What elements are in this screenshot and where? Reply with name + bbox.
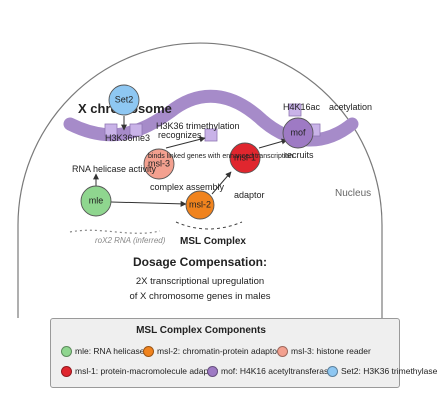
legend-dot-msl1 — [61, 365, 72, 377]
legend-item-msl3: msl-3: histone reader — [277, 344, 371, 358]
label-acetylation: acetylation — [329, 102, 372, 112]
legend-item-mof: mof: H4K16 acetyltransferase — [207, 364, 333, 378]
h3k36-mark-square-1 — [104, 123, 118, 137]
node-label-set2: Set2 — [115, 94, 134, 104]
label-complex-assembly: complex assembly — [150, 182, 225, 192]
node-mle: mle — [80, 185, 112, 217]
label-adaptor: adaptor — [234, 190, 265, 200]
legend-dot-set2 — [327, 365, 338, 377]
h3k36-mark-square-2 — [129, 123, 143, 137]
label-h4k16ac: H4K16ac — [283, 102, 321, 112]
node-label-msl2: msl-2 — [189, 199, 211, 209]
node-set2: Set2 — [108, 84, 140, 116]
arrow-mle-to-msl2 — [110, 200, 187, 207]
label-recruits: recruits — [284, 150, 314, 160]
node-msl1: msl-1 — [229, 142, 261, 174]
legend-item-mle: mle: RNA helicase — [61, 344, 144, 358]
label-recognizes: recognizes — [158, 130, 202, 140]
node-label-mle: mle — [89, 195, 104, 205]
dosage-title: Dosage Compensation: — [133, 255, 267, 269]
node-msl2: msl-2 — [185, 190, 215, 220]
label-h3k36me3: H3K36me3 — [105, 133, 150, 143]
legend-title: MSL Complex Components — [136, 325, 266, 336]
label-h3k36-trimethylation: H3K36 trimethylation — [156, 121, 240, 131]
legend-dot-mof — [207, 365, 218, 377]
dosage-line-1: 2X transcriptional upregulation — [136, 276, 264, 287]
legend: MSL Complex Components mle: RNA helicase… — [50, 318, 437, 388]
msl-complex-arc — [175, 221, 243, 230]
legend-label-mof: mof: H4K16 acetyltransferase — [221, 366, 333, 376]
legend-item-set2: Set2: H3K36 trimethylase — [327, 364, 437, 378]
label-binds: binds linked genes with enhanced transcr… — [148, 153, 293, 160]
legend-item-msl1: msl-1: protein-macromolecule adaptor — [61, 364, 218, 378]
legend-label-msl1: msl-1: protein-macromolecule adaptor — [75, 366, 219, 376]
msl-complex-label: MSL Complex — [180, 236, 246, 247]
arrow-msl3-to-mark — [165, 136, 206, 149]
h4k16-mark-square-1 — [288, 103, 302, 117]
node-mof: mof — [282, 117, 314, 149]
node-label-msl3: msl-3 — [148, 158, 170, 168]
legend-dot-msl2 — [143, 345, 154, 357]
h3k36-mark-square-3 — [204, 128, 218, 142]
label-helicase-activity: RNA helicase activity — [72, 164, 157, 174]
legend-dot-mle — [61, 345, 72, 357]
legend-label-msl2: msl-2: chromatin-protein adaptor — [157, 346, 280, 356]
node-label-msl1: msl-1 — [234, 152, 256, 162]
arrow-msl2-to-msl1 — [211, 171, 232, 195]
legend-item-msl2: msl-2: chromatin-protein adaptor — [143, 344, 280, 358]
node-msl3: msl-3 — [143, 148, 175, 180]
msl-diagram: Nucleus X chromosome roX2 RNA (inferred)… — [17, 42, 383, 318]
legend-label-msl3: msl-3: histone reader — [291, 346, 371, 356]
legend-label-mle: mle: RNA helicase — [75, 346, 145, 356]
nucleus-label: Nucleus — [335, 188, 371, 199]
legend-dot-msl3 — [277, 345, 288, 357]
rox2-rna-line — [69, 229, 161, 234]
dosage-line-2: of X chromosome genes in males — [130, 291, 271, 302]
rox2-label: roX2 RNA (inferred) — [95, 236, 166, 245]
legend-label-set2: Set2: H3K36 trimethylase — [341, 366, 437, 376]
node-label-mof: mof — [290, 127, 306, 137]
arrow-msl1-to-mof — [258, 138, 288, 149]
